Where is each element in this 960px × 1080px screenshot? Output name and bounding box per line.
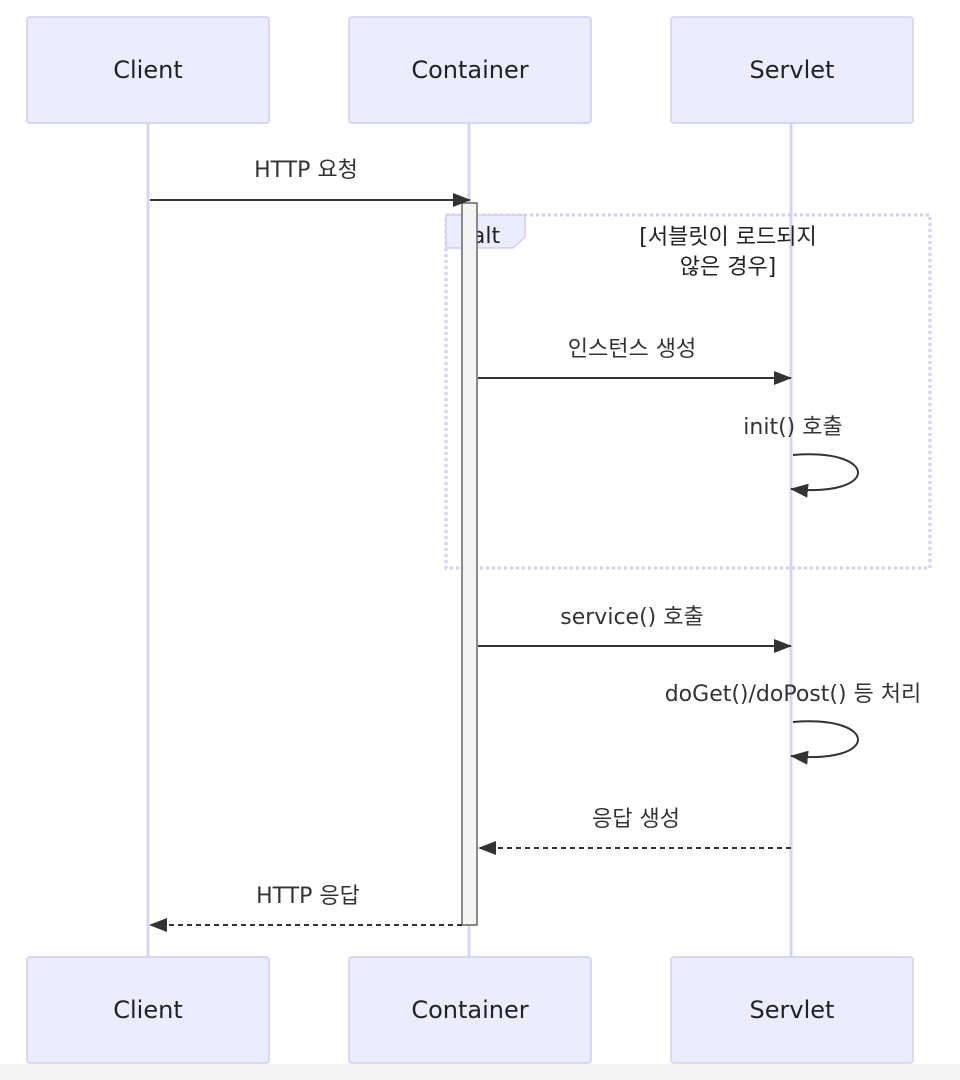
participant-servlet-bottom: Servlet — [670, 956, 914, 1064]
message-arrow-init-call — [790, 453, 859, 498]
participant-client-top: Client — [26, 16, 270, 124]
message-label-init-call: init() 호출 — [743, 415, 842, 440]
alt-condition-line1: [서블릿이 로드되지 — [639, 225, 817, 250]
participant-client-label: Client — [113, 56, 182, 84]
alt-frame — [444, 213, 932, 570]
bottom-strip — [0, 1064, 960, 1080]
message-label-service-call: service() 호출 — [560, 605, 703, 630]
alt-condition-line2: 않은 경우] — [680, 255, 777, 280]
participant-container-top: Container — [348, 16, 592, 124]
container-activation-bar — [461, 202, 478, 926]
participant-servlet-top: Servlet — [670, 16, 914, 124]
message-label-do-handle: doGet()/doPost() 등 처리 — [665, 682, 922, 707]
alt-fragment: alt [서블릿이 로드되지 않은 경우] — [444, 213, 932, 570]
participant-container-label: Container — [411, 996, 528, 1024]
participant-client-bottom: Client — [26, 956, 270, 1064]
participant-container-label: Container — [411, 56, 528, 84]
participant-client-label: Client — [113, 996, 182, 1024]
message-arrow-do-handle — [790, 720, 859, 765]
participant-container-bottom: Container — [348, 956, 592, 1064]
message-label-http-request: HTTP 요청 — [254, 158, 358, 183]
message-label-create-response: 응답 생성 — [592, 807, 680, 832]
participant-servlet-label: Servlet — [750, 996, 835, 1024]
message-label-create-instance: 인스턴스 생성 — [568, 337, 696, 362]
participant-servlet-label: Servlet — [750, 56, 835, 84]
message-label-http-response: HTTP 응답 — [256, 884, 360, 909]
